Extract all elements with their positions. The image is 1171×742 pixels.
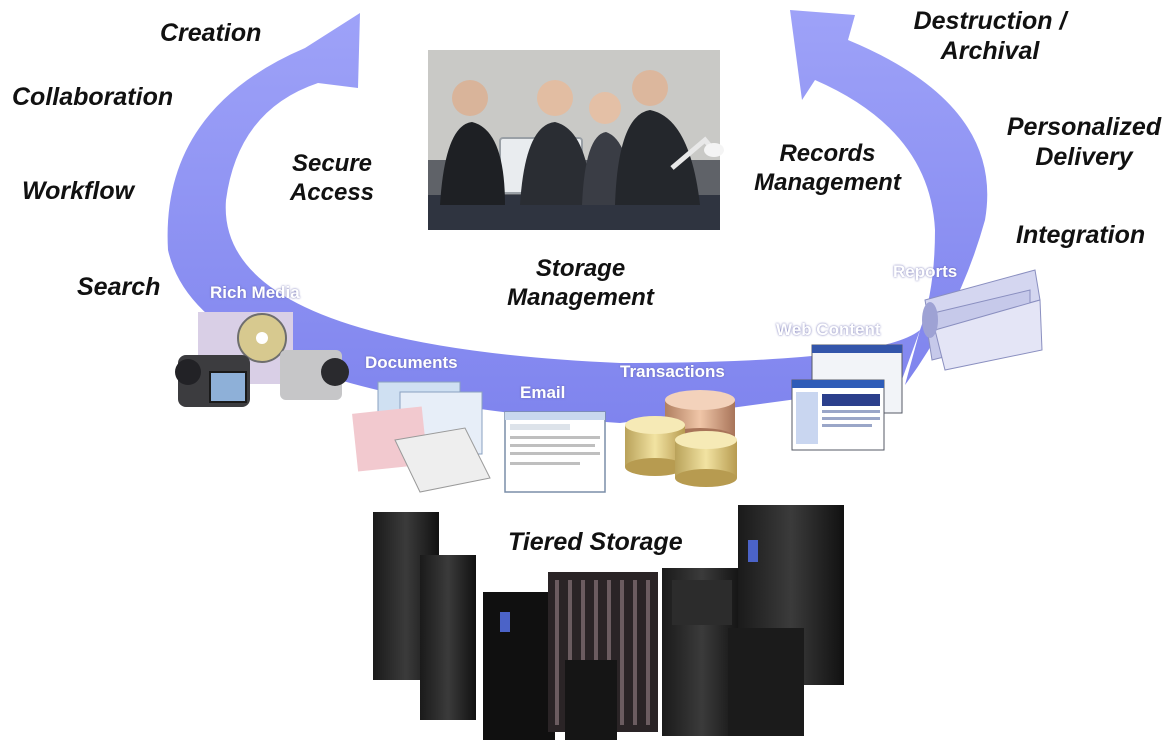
stage-workflow: Workflow (22, 177, 135, 205)
documents-label: Documents (365, 353, 458, 372)
documents-image (352, 381, 491, 493)
rich-media-label: Rich Media (210, 283, 300, 302)
stage-creation: Creation (160, 19, 262, 47)
ring-right-arrow (790, 10, 988, 385)
stage-destruction-archival: Destruction / Archival (913, 7, 1067, 65)
web-content-image (791, 344, 903, 451)
secure-access-label: Secure Access (289, 150, 375, 206)
team-photo (428, 50, 724, 230)
tiered-storage-image (373, 505, 844, 740)
records-management-label: Records Management (754, 140, 901, 196)
tiered-storage-title: Tiered Storage (508, 528, 683, 556)
storage-management-label: Storage Management (507, 255, 654, 311)
reports-label: Reports (893, 262, 958, 281)
stage-integration: Integration (1016, 221, 1146, 249)
stage-collaboration: Collaboration (12, 83, 174, 111)
web-content-label: Web Content (776, 320, 881, 339)
rich-media-image (175, 312, 349, 407)
stage-search: Search (77, 273, 161, 301)
email-image (504, 411, 606, 493)
transactions-image (625, 390, 737, 487)
email-label: Email (520, 383, 566, 402)
transactions-label: Transactions (620, 362, 725, 381)
stage-personalized-delivery: Personalized Delivery (1006, 113, 1162, 171)
reports-image (922, 269, 1043, 371)
